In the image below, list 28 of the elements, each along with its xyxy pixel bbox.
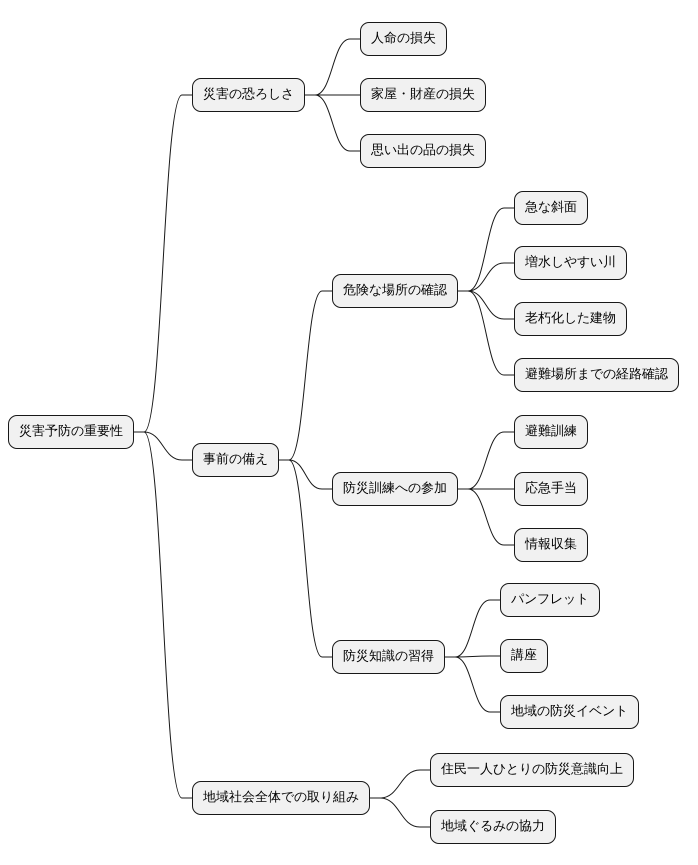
topic-box: 防災訓練への参加 [332, 472, 458, 506]
connector-line [304, 94, 360, 152]
topic-box: パンフレット [500, 583, 600, 617]
connector-line [458, 488, 514, 546]
topic-box: 地域ぐるみの協力 [430, 810, 556, 844]
topic-box: 危険な場所の確認 [332, 274, 458, 308]
topic-box: 思い出の品の損失 [360, 134, 486, 168]
topic-box: 住民一人ひとりの防災意識向上 [430, 753, 634, 787]
topic-box: 情報収集 [514, 528, 588, 562]
topic-box: 事前の備え [192, 443, 279, 477]
connector-line [458, 290, 514, 376]
topic-box: 講座 [500, 639, 548, 673]
topic-box: 急な斜面 [514, 191, 588, 225]
topic-box: 避難訓練 [514, 415, 588, 449]
topic-box: 避難場所までの経路確認 [514, 358, 679, 392]
topic-box: 災害の恐ろしさ [192, 78, 305, 112]
topic-box: 人命の損失 [360, 22, 447, 56]
topic-box: 防災知識の習得 [332, 640, 445, 674]
connector-line [278, 460, 332, 658]
topic-box: 地域の防災イベント [500, 695, 639, 729]
topic-box: 増水しやすい川 [514, 246, 627, 280]
topic-box: 災害予防の重要性 [8, 415, 134, 449]
topic-box: 地域社会全体での取り組み [192, 781, 370, 815]
topic-box: 老朽化した建物 [514, 302, 627, 336]
connector-line [444, 656, 500, 712]
topic-box: 応急手当 [514, 472, 588, 506]
connector-line [370, 798, 430, 828]
topic-box: 家屋・財産の損失 [360, 78, 486, 112]
